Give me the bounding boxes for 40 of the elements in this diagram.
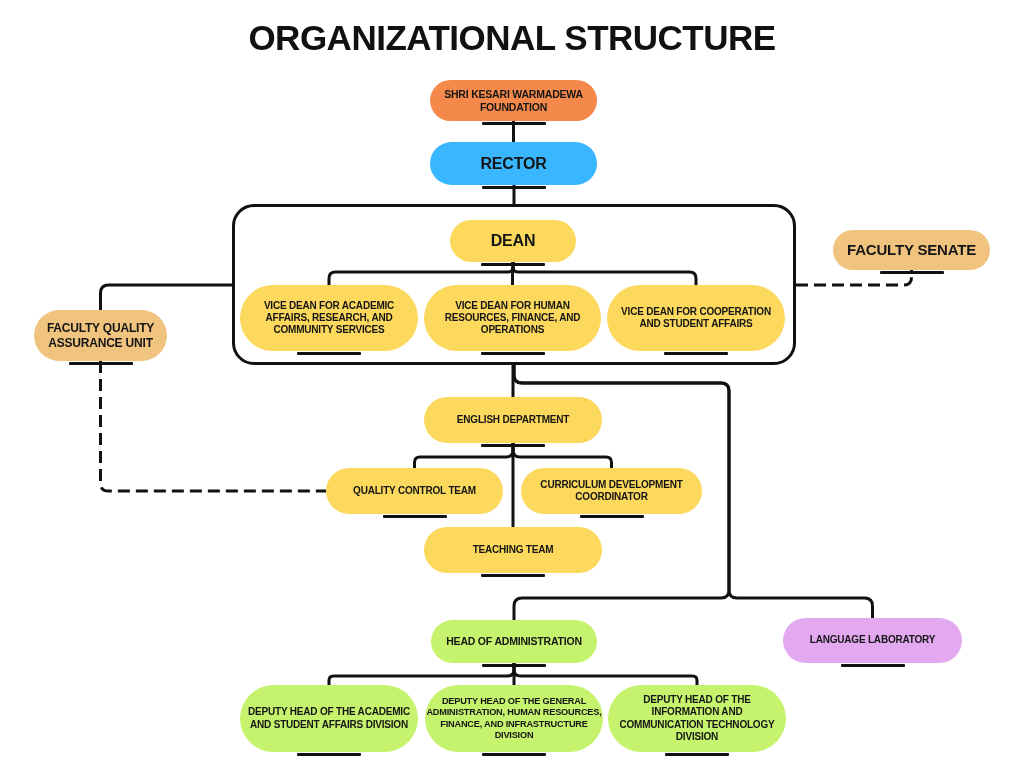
role-title: QUALITY CONTROL TEAM [353, 484, 476, 498]
role-pill [521, 468, 702, 514]
connector-line [511, 262, 698, 285]
role-title: TEACHING TEAM [472, 543, 554, 557]
connector-line [99, 283, 232, 310]
role-pill [424, 397, 602, 443]
role-pill [430, 142, 597, 185]
connector-line [512, 663, 699, 685]
role-title: FACULTY SENATE [847, 240, 976, 260]
role-title: CURRICULUM DEVELOPMENT COORDINATOR [539, 478, 684, 504]
role-pill [326, 468, 503, 514]
role-title: DEPUTY HEAD OF THE ACADEMIC AND STUDENT AFFAIRS DIVISION [247, 706, 411, 731]
role-pill [833, 230, 990, 270]
role-title: HEAD OF ADMINISTRATION [446, 635, 582, 648]
role-title: RECTOR [480, 153, 547, 174]
connector-line [511, 365, 515, 397]
role-title: DEAN [490, 231, 536, 251]
dashed-connector [796, 270, 913, 287]
role-title: VICE DEAN FOR ACADEMIC AFFAIRS, RESEARCH, AND COMMUNITY SERVICES [262, 299, 396, 337]
role-title: DEPUTY HEAD OF THE GENERAL ADMINISTRATION, HUMAN RESOURCES, FINANCE, AND INFRASTRUCTURE DIVISION [426, 696, 602, 741]
role-title: FACULTY QUALITY ASSURANCE UNIT [45, 320, 156, 351]
role-title: SHRI KESARI WARMADEWA FOUNDATION [443, 87, 584, 114]
connector-line [511, 443, 515, 527]
role-pill [240, 285, 418, 351]
role-pill [34, 310, 167, 361]
group-frame [232, 204, 796, 365]
role-title: ENGLISH DEPARTMENT [456, 413, 570, 427]
role-title: VICE DEAN FOR HUMAN RESOURCES, FINANCE, AND OPERATIONS [443, 299, 582, 337]
role-title: DEPUTY HEAD OF THE INFORMATION AND COMMUNICATION TECHNOLOGY DIVISION [618, 694, 776, 743]
diagram-title: ORGANIZATIONAL STRUCTURE [248, 18, 776, 58]
role-title: VICE DEAN FOR COOPERATION AND STUDENT AFFAIRS [620, 305, 772, 331]
role-pill [450, 220, 576, 262]
role-pill [783, 618, 962, 663]
dashed-connector [99, 361, 326, 493]
connector-line [512, 121, 515, 142]
role-title: LANGUAGE LABORATORY [809, 634, 936, 647]
connector-line [512, 185, 516, 204]
role-pill [431, 620, 597, 663]
role-pill [430, 80, 597, 121]
role-pill [424, 527, 602, 573]
